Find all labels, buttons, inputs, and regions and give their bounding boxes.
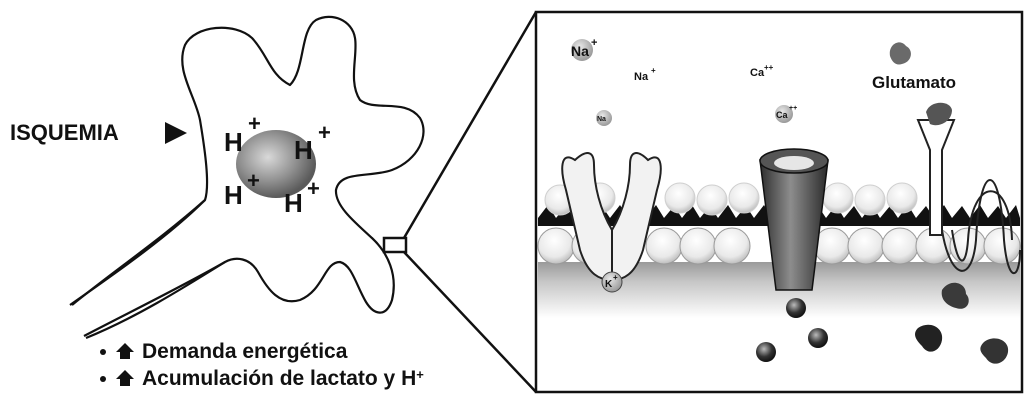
glutamate-receptor-coil	[941, 179, 1021, 275]
intracellular-glutamate-1	[941, 282, 969, 309]
sodium-sup-small: +	[651, 66, 656, 75]
proton-plus-2: +	[318, 120, 331, 145]
nucleus	[236, 130, 316, 198]
proton-label-4: H	[284, 188, 303, 218]
triangle-right-icon	[165, 122, 187, 144]
neuron-lower-process	[85, 261, 226, 340]
list-item: Demanda energética	[100, 338, 424, 365]
glutamate-molecule	[889, 42, 911, 65]
proton-plus-4: +	[307, 176, 320, 201]
bullet-dot	[100, 348, 106, 355]
zoom-line-top	[402, 11, 538, 239]
intracellular-ion-1	[786, 298, 806, 318]
proton-label-2: H	[294, 135, 313, 165]
sodium-label-large: Na	[571, 43, 589, 59]
glutamato-label: Glutamato	[872, 73, 956, 92]
sodium-sup-large: +	[591, 37, 597, 49]
up-arrow-icon	[116, 343, 134, 359]
list-item: Acumulación de lactato y H +	[100, 365, 424, 392]
intracellular-ion-2	[808, 328, 828, 348]
calcium-ion-mid	[775, 105, 793, 123]
proton-plus-3: +	[247, 168, 260, 193]
calcium-label-top: Ca	[750, 67, 765, 79]
intracellular-ion-3	[756, 342, 776, 362]
isquemia-label: ISQUEMIA	[10, 120, 119, 145]
proton-superscript: +	[416, 367, 424, 382]
membrane-heads	[537, 227, 1021, 265]
neuron-axon-line	[71, 199, 206, 306]
sodium-ion-tiny	[596, 110, 612, 126]
calcium-sup-top: ++	[764, 63, 774, 72]
intracellular-glutamate-2	[915, 324, 943, 352]
neuron-outline	[69, 15, 425, 337]
calcium-channel-pore	[774, 156, 814, 170]
bullet-dot	[100, 375, 106, 382]
proton-label-1: H	[224, 127, 243, 157]
proton-plus-1: +	[248, 111, 261, 136]
glutamate-bound	[926, 102, 952, 126]
zoom-box	[382, 236, 408, 254]
glutamate-receptor-coil-inner	[951, 190, 1013, 262]
calcium-label-mid: Ca	[776, 110, 788, 120]
zoom-line-bottom	[403, 251, 537, 393]
proton-label-3: H	[224, 180, 243, 210]
up-arrow-icon	[116, 370, 134, 386]
consequences-list: Demanda energética Acumulación de lactat…	[100, 338, 424, 392]
acumulacion-lactato-text: Acumulación de lactato y H	[142, 367, 417, 390]
sodium-label-small: Na	[634, 71, 649, 83]
membrane-upper-heads	[544, 182, 918, 216]
potassium-sup: +	[613, 273, 618, 282]
intracellular-glutamate-3	[980, 338, 1009, 364]
demanda-energetica-text: Demanda energética	[142, 340, 348, 363]
sodium-ion-large	[571, 39, 593, 61]
sodium-label-tiny: Na	[597, 116, 606, 123]
potassium-ion	[601, 271, 623, 293]
calcium-sup-mid: ++	[789, 105, 797, 112]
sodium-transporter-right	[611, 152, 662, 282]
potassium-label: K	[605, 279, 613, 290]
